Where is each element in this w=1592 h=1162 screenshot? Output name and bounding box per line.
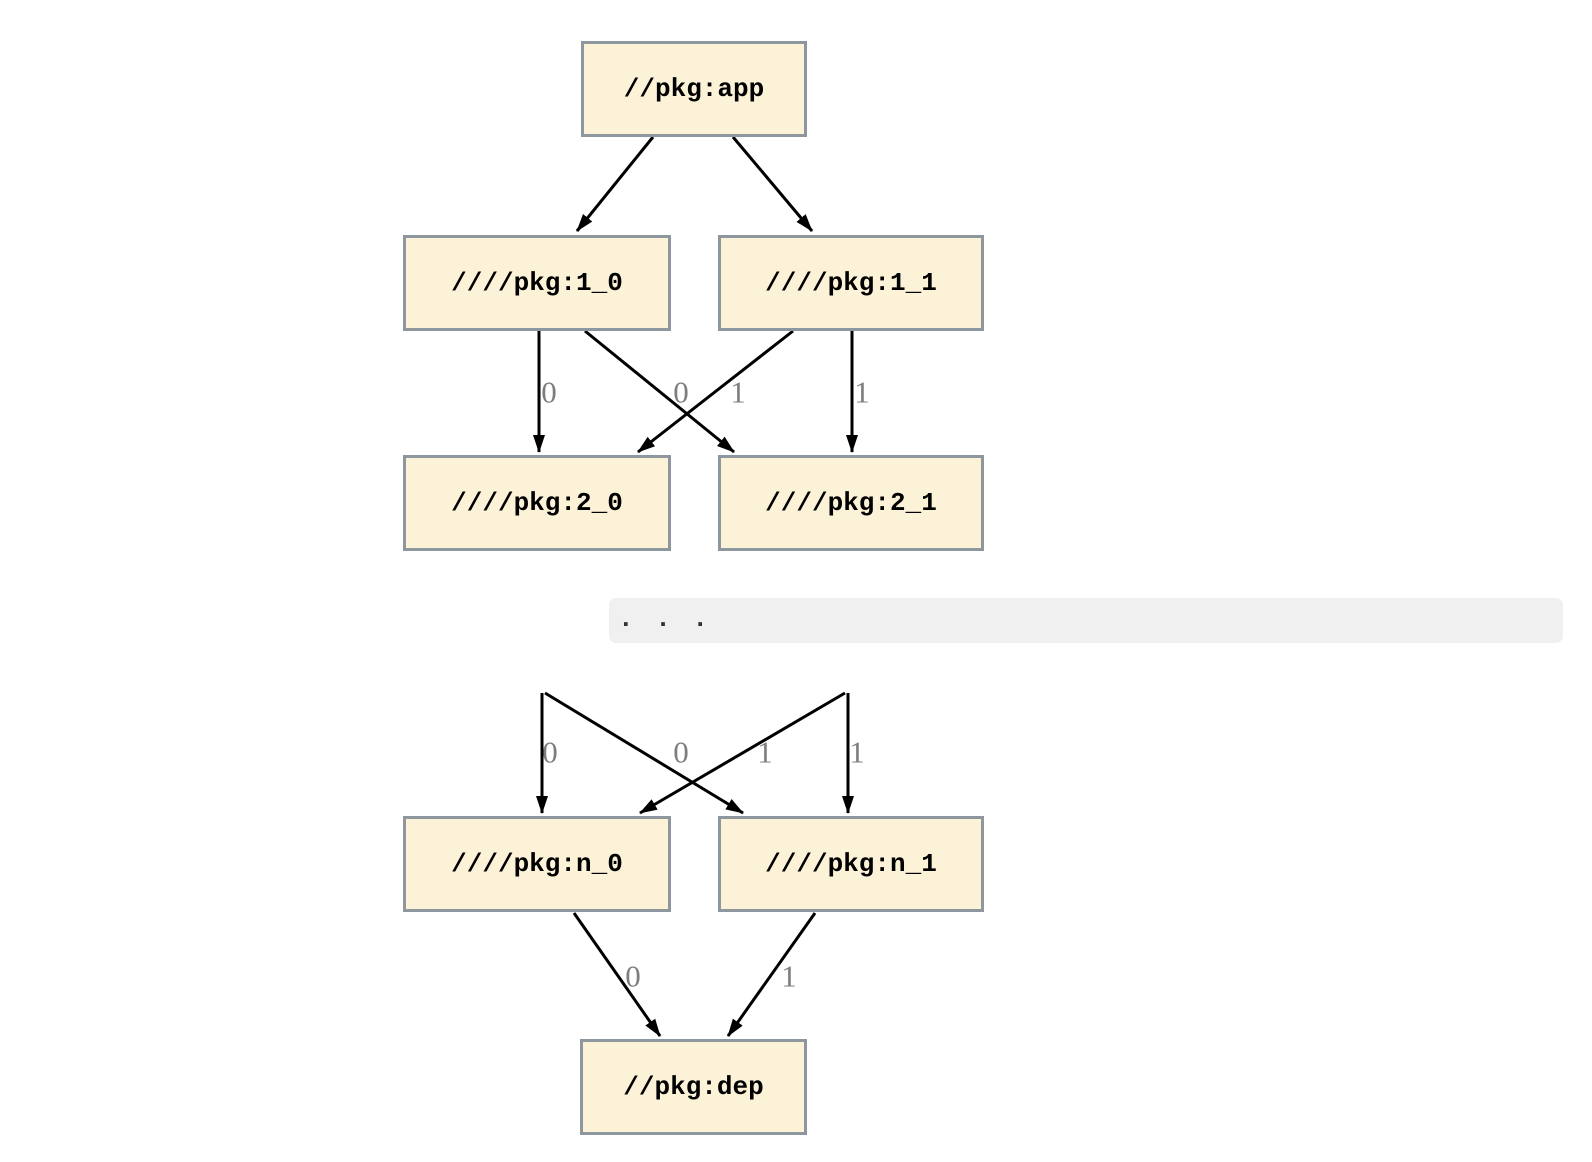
node-label-1-0: ////pkg:1_0	[451, 268, 623, 298]
edge-label-1-1-to-2-0: 0	[673, 374, 689, 410]
edge-label-1-1-to-2-1: 1	[854, 374, 870, 410]
node-pkg-1-0: ////pkg:1_0	[403, 235, 671, 331]
edge-n-0-to-dep	[572, 912, 662, 1037]
edge-label-ellipsis-to-n-1-cross: 1	[757, 734, 773, 770]
edge-label-ellipsis-to-n-1-right: 1	[849, 734, 865, 770]
node-pkg-2-1: ////pkg:2_1	[718, 455, 984, 551]
edge-1-0-to-2-1	[584, 329, 735, 454]
node-label-n-1: ////pkg:n_1	[765, 849, 937, 879]
edge-n-1-to-dep	[726, 912, 817, 1037]
node-label-dep: //pkg:dep	[623, 1072, 764, 1102]
node-label-2-1: ////pkg:2_1	[765, 488, 937, 518]
edge-app-to-1-0	[575, 136, 655, 232]
edge-label-n-0-to-dep: 0	[625, 958, 641, 994]
node-label-app: //pkg:app	[623, 74, 765, 104]
truncation-bar: . . .	[609, 598, 1563, 643]
node-label-2-0: ////pkg:2_0	[451, 488, 623, 518]
node-label-n-0: ////pkg:n_0	[451, 849, 623, 879]
edge-ellipsis-to-n-0-cross	[639, 691, 846, 815]
node-pkg-2-0: ////pkg:2_0	[403, 455, 671, 551]
node-pkg-app: //pkg:app	[581, 41, 807, 137]
ellipsis-dots: . . .	[618, 604, 712, 634]
edge-app-to-1-1	[731, 136, 814, 232]
node-pkg-dep: //pkg:dep	[580, 1039, 807, 1135]
node-pkg-n-0: ////pkg:n_0	[403, 816, 671, 912]
node-pkg-n-1: ////pkg:n_1	[718, 816, 984, 912]
edge-label-ellipsis-to-n-0-left: 0	[542, 734, 558, 770]
edge-label-1-0-to-2-0: 0	[541, 374, 557, 410]
edge-label-n-1-to-dep: 1	[781, 958, 797, 994]
edge-label-ellipsis-to-n-0-cross: 0	[673, 734, 689, 770]
node-pkg-1-1: ////pkg:1_1	[718, 235, 984, 331]
edge-label-1-0-to-2-1: 1	[730, 374, 746, 410]
edge-1-1-to-2-0	[637, 329, 794, 454]
edge-ellipsis-to-n-1-cross	[544, 691, 744, 815]
node-label-1-1: ////pkg:1_1	[765, 268, 937, 298]
